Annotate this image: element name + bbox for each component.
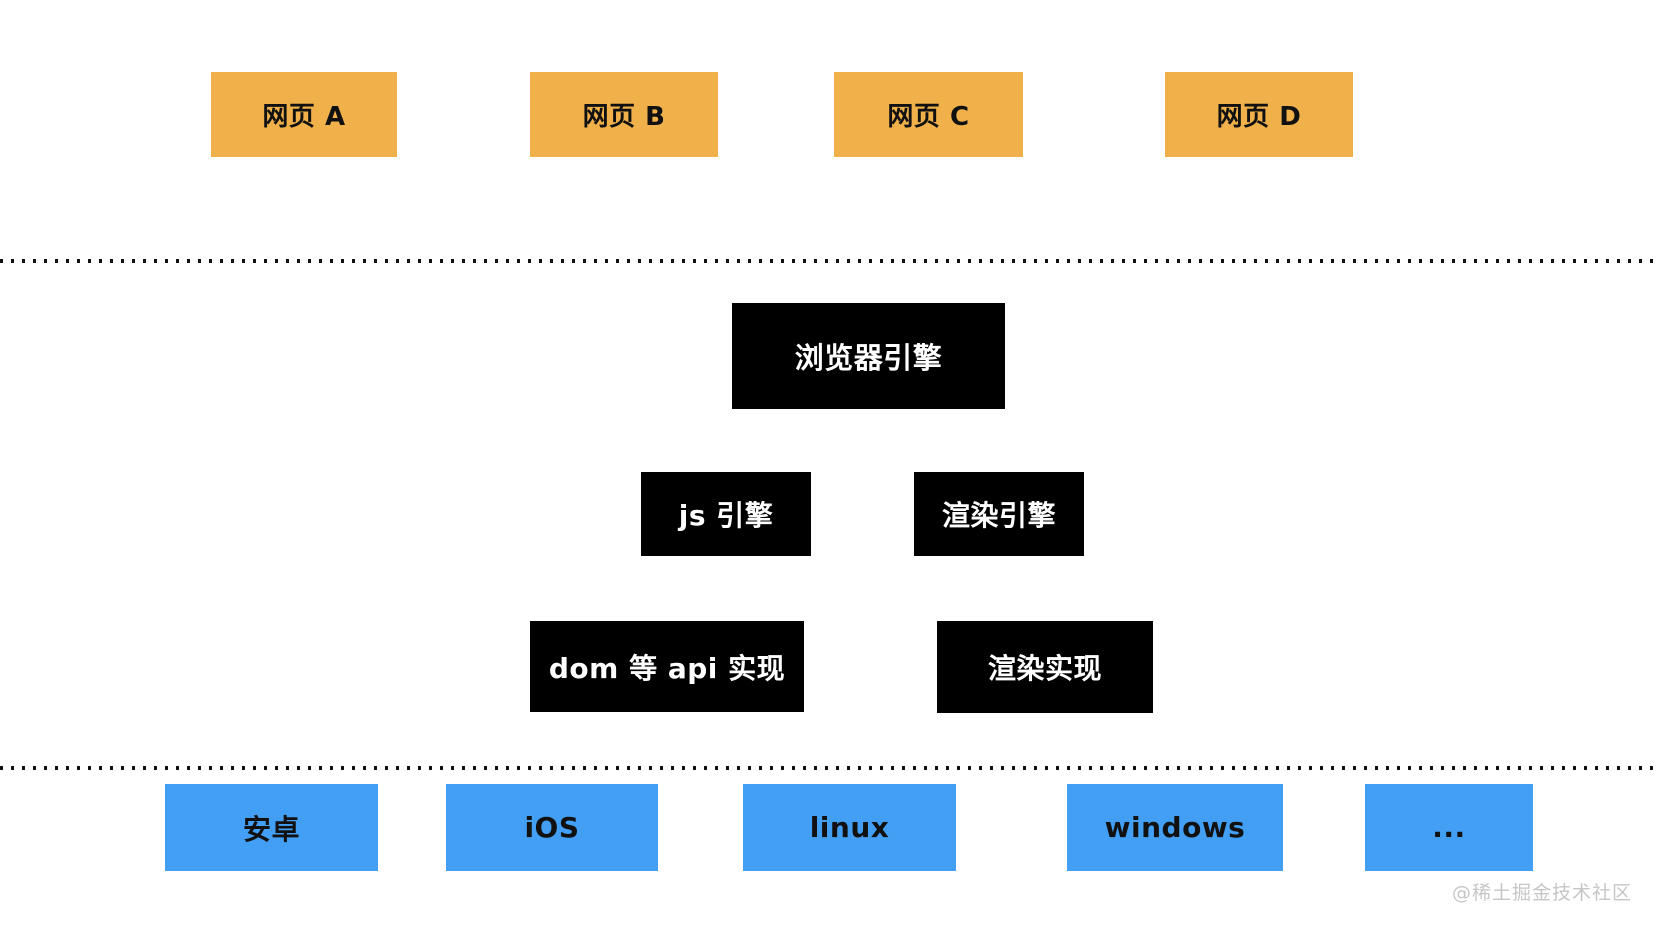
dotted-divider-top <box>0 259 1656 263</box>
os-android-box: 安卓 <box>165 784 378 871</box>
watermark-text: @稀土掘金技术社区 <box>1451 882 1632 904</box>
os-ios-box: iOS <box>446 784 658 871</box>
webpage-a-box: 网页 A <box>211 72 397 157</box>
webpage-b-box: 网页 B <box>530 72 718 157</box>
browser-engine-box: 浏览器引擎 <box>732 303 1005 409</box>
webpage-c-box: 网页 C <box>834 72 1023 157</box>
os-linux-box: linux <box>743 784 956 871</box>
dotted-divider-bottom <box>0 766 1656 770</box>
os-more-box: ... <box>1365 784 1533 871</box>
render-impl-box: 渲染实现 <box>937 621 1153 713</box>
os-windows-box: windows <box>1067 784 1283 871</box>
dom-api-impl-box: dom 等 api 实现 <box>530 621 804 712</box>
webpage-d-box: 网页 D <box>1165 72 1353 157</box>
render-engine-box: 渲染引擎 <box>914 472 1084 556</box>
js-engine-box: js 引擎 <box>641 472 811 556</box>
